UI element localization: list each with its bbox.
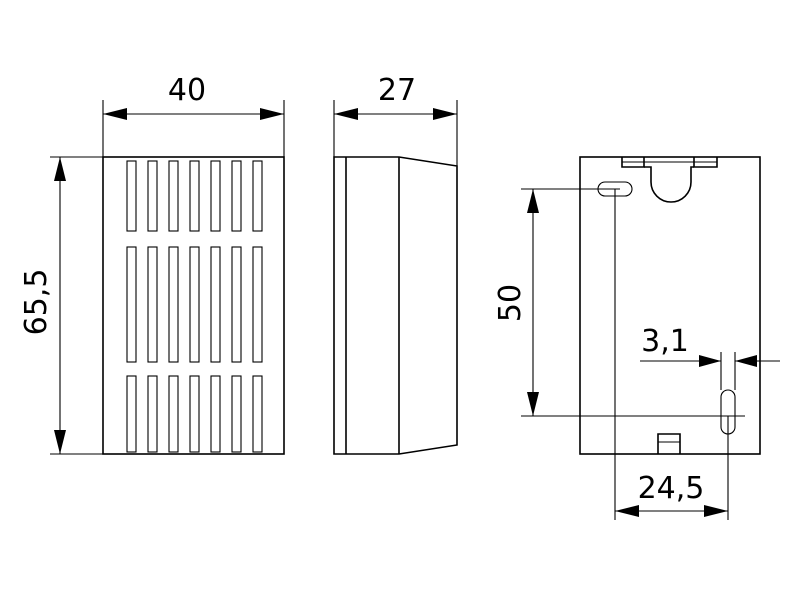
dimension-slot-width: 3,1 [640, 324, 780, 390]
vent-slot [147, 160, 158, 232]
rear-view-outline [579, 156, 761, 455]
front-view-vent-slots [126, 160, 263, 453]
dimension-width: 40 [102, 73, 285, 157]
vent-slot [189, 375, 200, 453]
vent-slot [168, 375, 179, 453]
vent-slot [168, 160, 179, 232]
vent-slot [210, 375, 221, 453]
vent-slot [147, 375, 158, 453]
vent-slot [126, 375, 137, 453]
vent-slot [189, 160, 200, 232]
vent-slot [210, 160, 221, 232]
vent-slot [252, 246, 263, 363]
vent-slot [126, 246, 137, 363]
vent-slot [252, 160, 263, 232]
dimension-depth: 27 [333, 73, 458, 166]
dimension-height: 65,5 [19, 156, 103, 455]
front-view-outline [102, 156, 285, 455]
vent-slot [252, 375, 263, 453]
dimension-hole-offset-label: 24,5 [638, 471, 705, 506]
rear-hanger [644, 166, 694, 203]
rear-bottom-tab [657, 433, 681, 454]
dimension-width-label: 40 [168, 73, 206, 108]
dimension-depth-label: 27 [378, 73, 416, 108]
dimension-hole-spacing: 50 [493, 188, 745, 417]
vent-slot [231, 246, 242, 363]
vent-slot [126, 160, 137, 232]
dimension-height-label: 65,5 [19, 269, 54, 336]
front-view [102, 156, 285, 455]
dimension-hole-spacing-label: 50 [493, 284, 528, 322]
vent-slot [231, 375, 242, 453]
vent-slot [189, 246, 200, 363]
dimension-slot-width-label: 3,1 [641, 324, 689, 359]
dimension-hole-offset: 24,5 [614, 189, 729, 520]
vent-slot [168, 246, 179, 363]
vent-slot [231, 160, 242, 232]
side-view-outline [333, 156, 458, 455]
rear-view [579, 156, 761, 455]
vent-slot [210, 246, 221, 363]
vent-slot [147, 246, 158, 363]
side-view [333, 156, 458, 455]
